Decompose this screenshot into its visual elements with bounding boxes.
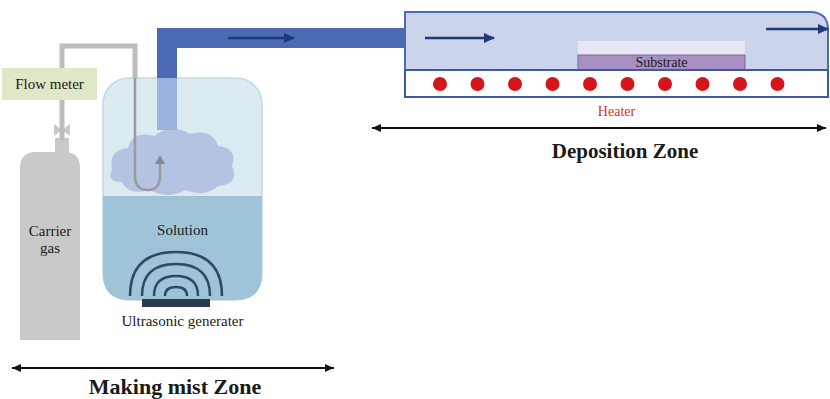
node-text: Ultrasonic generater xyxy=(83,313,282,330)
reaction-tube xyxy=(405,12,828,70)
heater-elements xyxy=(433,77,785,91)
gas-pipe xyxy=(60,100,65,140)
inlet-tube xyxy=(135,78,160,190)
vessel-node: Ultrasonic generaterSolution xyxy=(103,78,262,300)
heater-dot xyxy=(658,77,672,91)
ultrasonic-generator xyxy=(142,299,210,307)
zone-label: Deposition Zone xyxy=(552,139,698,164)
mist-pipe xyxy=(167,38,406,78)
flow-arrow xyxy=(425,37,494,40)
zone-label: Making mist Zone xyxy=(89,374,261,399)
node-text: Carrier gas xyxy=(20,223,80,257)
mist-cloud xyxy=(110,128,234,195)
outlet-tube-inner xyxy=(157,78,177,130)
node-text: Solution xyxy=(103,222,262,239)
heater-dot xyxy=(771,77,785,91)
heater-dot xyxy=(471,77,485,91)
cylinder-neck xyxy=(55,138,69,154)
gas-cylinder-node: Carrier gas xyxy=(20,140,80,340)
heater-dot xyxy=(621,77,635,91)
substrate-node: Substrate xyxy=(578,55,745,70)
heater-dot xyxy=(696,77,710,91)
flow-meter-box: Flow meter xyxy=(2,68,97,100)
heater-dot xyxy=(583,77,597,91)
zone-dimension xyxy=(372,127,826,129)
heater-node: Heater xyxy=(405,70,828,97)
mist-vessel xyxy=(103,78,262,300)
node-text: Substrate xyxy=(635,55,687,70)
flow-arrow xyxy=(228,37,294,40)
zone-dimension xyxy=(12,367,334,369)
substrate-plate xyxy=(578,55,745,70)
node-text: Heater xyxy=(385,104,830,119)
solution-node: Solution xyxy=(103,196,262,300)
heater-dot xyxy=(546,77,560,91)
heater-dot xyxy=(508,77,522,91)
film-layer xyxy=(578,41,745,55)
heater-dot xyxy=(733,77,747,91)
gas-cylinder xyxy=(20,152,80,340)
ultrasonic-waves xyxy=(130,252,222,296)
heater-strip xyxy=(405,70,828,97)
solution-liquid xyxy=(103,196,262,300)
heater-dot xyxy=(433,77,447,91)
flow-arrow xyxy=(766,28,828,31)
node-text: Flow meter xyxy=(15,76,84,93)
